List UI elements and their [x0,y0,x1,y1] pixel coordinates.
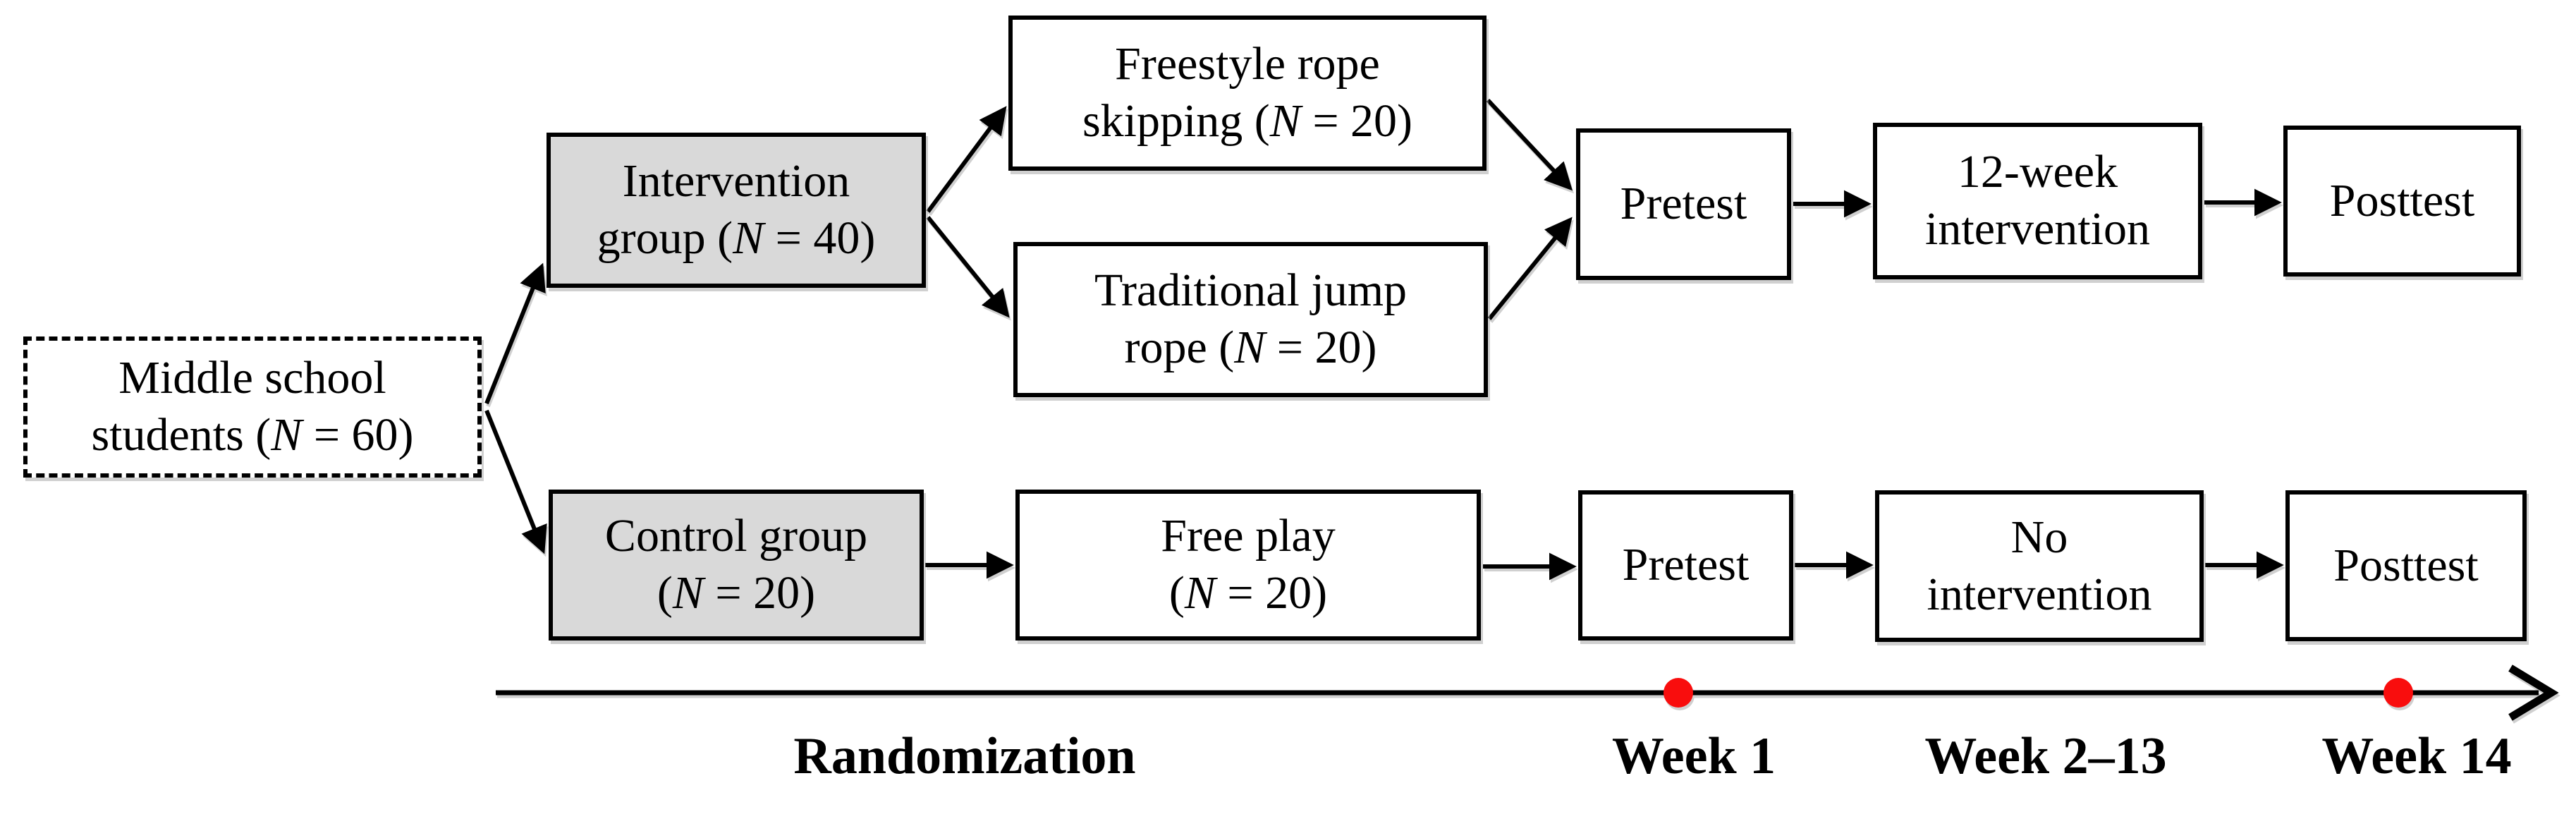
arrow-source-to-intervention-group [484,262,546,405]
node-posttest-intervention-arm: Posttest [2283,126,2521,277]
node-label: Free play (N = 20) [1161,510,1336,619]
node-label: Posttest [2329,174,2475,226]
node-middle-school-students: Middle school students (N = 60) [23,336,482,478]
node-freestyle-rope-skipping: Freestyle rope skipping (N = 20) [1008,16,1487,171]
node-intervention-group: Intervention group (N = 40) [547,133,926,288]
node-label: No intervention [1927,511,2152,620]
node-label: Posttest [2333,539,2479,591]
node-label: Traditional jump rope (N = 20) [1094,265,1408,373]
node-label: Intervention group (N = 40) [597,155,876,264]
timeline-marker-week1 [1664,678,1693,708]
node-pretest-control-arm: Pretest [1578,490,1793,641]
timeline-label-week-2-13: Week 2–13 [1924,727,2167,785]
arrow-traditional-to-pretest [1487,217,1573,320]
arrow-freestyle-to-pretest [1486,98,1573,191]
timeline-label-week-1: Week 1 [1611,727,1776,785]
node-label: Freestyle rope skipping (N = 20) [1082,38,1413,147]
node-no-intervention: No intervention [1875,490,2204,642]
node-pretest-intervention-arm: Pretest [1576,128,1791,280]
node-traditional-jump-rope: Traditional jump rope (N = 20) [1013,242,1488,397]
node-control-group: Control group (N = 20) [549,490,924,641]
node-label: Middle school students (N = 60) [91,352,414,461]
arrow-source-to-control-group [484,409,547,554]
node-posttest-control-arm: Posttest [2285,490,2527,641]
node-free-play: Free play (N = 20) [1015,490,1481,641]
timeline-arrowhead [2508,665,2559,721]
arrow-intervention-to-traditional [926,216,1010,318]
node-label: 12-week intervention [1925,146,2150,255]
node-label: Pretest [1620,178,1747,230]
node-label: Control group (N = 20) [604,510,868,619]
arrow-intervention-to-freestyle [926,106,1007,213]
timeline-label-randomization: Randomization [793,727,1136,785]
timeline-label-week-14: Week 14 [2321,727,2512,785]
node-12-week-intervention: 12-week intervention [1873,123,2202,279]
node-label: Pretest [1622,539,1750,591]
timeline-marker-week14 [2383,678,2413,708]
